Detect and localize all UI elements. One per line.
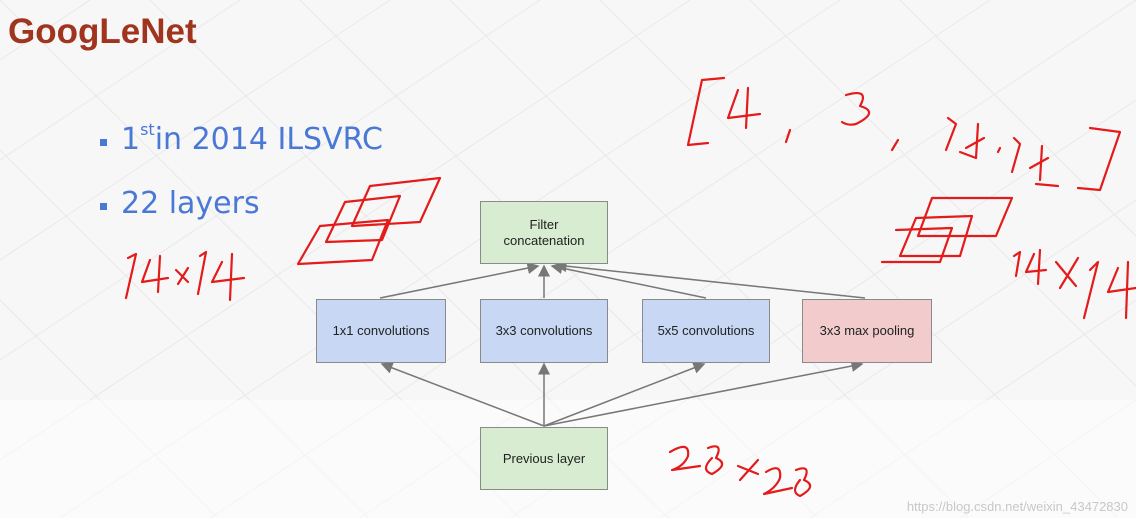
arrow-pool-to-concat	[554, 260, 866, 299]
size-annotation-left	[124, 250, 246, 302]
feature-map-sketch-right	[880, 196, 1014, 264]
arrow-prev-to-1x1	[380, 362, 545, 427]
arrow-prev-to-pool	[543, 360, 864, 427]
bullet-marker	[100, 139, 107, 146]
bullet-text: in 2014 ILSVRC	[154, 122, 383, 157]
previous-layer-box: Previous layer	[480, 427, 608, 490]
slide-title: GoogLeNet	[8, 12, 197, 51]
bullet-prefix: 1	[121, 122, 141, 157]
conv-1x1-box: 1x1 convolutions	[316, 299, 446, 363]
concat-line-1: Filter	[529, 216, 559, 232]
watermark: https://blog.csdn.net/weixin_43472830	[906, 499, 1128, 514]
size-annotation-right	[1012, 248, 1136, 320]
filter-concatenation-box: Filter concatenation	[480, 201, 608, 264]
bullet-superscript: st	[140, 120, 155, 139]
bullet-marker	[100, 203, 107, 210]
max-pooling-box: 3x3 max pooling	[802, 299, 932, 363]
bullet-item-2: 22 layers	[100, 186, 260, 221]
arrow-5x5-to-concat	[550, 262, 707, 299]
shape-annotation	[686, 76, 1122, 192]
arrow-prev-to-5x5	[543, 362, 706, 427]
feature-map-sketch-left	[296, 176, 442, 266]
conv-5x5-box: 5x5 convolutions	[642, 299, 770, 363]
size-annotation-bottom	[668, 445, 812, 498]
conv-3x3-box: 3x3 convolutions	[480, 299, 608, 363]
bullet-prefix: 22 layers	[121, 186, 260, 221]
concat-line-2: concatenation	[503, 232, 585, 248]
arrow-1x1-to-concat	[379, 262, 540, 299]
